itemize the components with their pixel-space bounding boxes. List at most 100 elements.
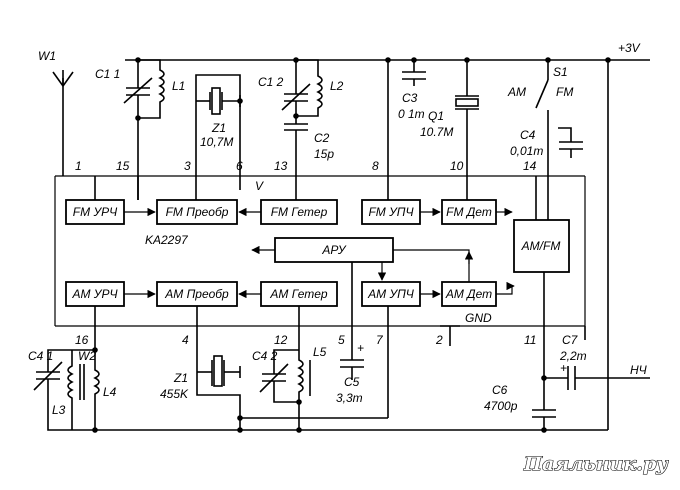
pin-8-label: 8 <box>372 159 379 173</box>
am-det-block: AM Дет <box>441 281 497 307</box>
antenna-w1-icon <box>52 70 74 176</box>
top-pin-wires <box>94 60 537 220</box>
v-label: V <box>255 179 264 193</box>
l4-coil-icon <box>93 350 100 430</box>
pin-3-label: 3 <box>184 159 191 173</box>
gnd-symbol-icon <box>440 325 460 346</box>
aru-block: АРУ <box>274 237 394 263</box>
c1-1-label: C1 1 <box>95 67 120 81</box>
c3-value: 0 1m <box>398 107 425 121</box>
pin-12-label: 12 <box>274 333 288 347</box>
c3-label: C3 <box>402 91 418 105</box>
pin-1-label: 1 <box>75 159 82 173</box>
fm-urch-block: FM УРЧ <box>65 199 125 225</box>
w2-label: W2 <box>78 349 96 363</box>
c2-label: C2 <box>314 131 330 145</box>
c4-1-variable-capacitor-icon <box>33 349 95 431</box>
c7-plus-label: + <box>560 361 567 375</box>
amfm-label: AM/FM <box>521 239 561 253</box>
c5-plus-label: + <box>357 341 364 355</box>
c7-label: C7 <box>562 333 579 347</box>
c4-2-label: C4 2 <box>252 349 278 363</box>
q1-label: Q1 <box>428 109 444 123</box>
l1-label: L1 <box>172 79 185 93</box>
w1-label: W1 <box>38 49 56 63</box>
s1-label: S1 <box>553 65 568 79</box>
c7-capacitor-icon <box>544 366 650 390</box>
pin-15-label: 15 <box>116 159 130 173</box>
am-label: AM <box>507 85 526 99</box>
c4-2-variable-capacitor-icon <box>259 349 299 403</box>
l5-label: L5 <box>313 345 327 359</box>
s1-switch-icon <box>535 60 549 220</box>
c1-2-label: C1 2 <box>258 75 284 89</box>
l1-coil-icon <box>138 59 165 119</box>
chip-label: KA2297 <box>145 233 189 247</box>
c5-capacitor-icon <box>340 359 364 380</box>
z1-top-value: 10,7M <box>200 135 233 149</box>
bottom-pin-wires <box>94 262 545 418</box>
l5-coil-icon <box>297 350 311 430</box>
am-crystal-z1-icon <box>196 350 241 430</box>
c4-capacitor-icon <box>558 127 583 158</box>
c6-label: C6 <box>492 383 508 397</box>
watermark: Паяльник.ру <box>523 453 669 475</box>
am-det-label: AM Дет <box>445 287 492 301</box>
am-geter-label: AM Гетер <box>269 287 328 301</box>
c6-capacitor-icon <box>532 409 556 430</box>
pin-2-label: 2 <box>435 333 443 347</box>
ic-outline <box>54 175 586 327</box>
c3-capacitor-icon <box>402 60 426 86</box>
c4-label: C4 <box>520 128 536 142</box>
fm-label: FM <box>556 85 573 99</box>
pin-14-label: 14 <box>523 159 537 173</box>
am-urch-block: AM УРЧ <box>65 281 125 307</box>
c5-value: 3,3m <box>336 391 363 405</box>
fm-urch-label: FM УРЧ <box>73 205 118 219</box>
c6-value: 4700p <box>484 399 518 413</box>
l3-coil-icon <box>67 350 74 430</box>
c7-value: 2,2m <box>559 349 587 363</box>
l2-label: L2 <box>330 79 344 93</box>
fm-geter-block: FM Гетер <box>260 199 338 225</box>
fm-upch-label: FM УПЧ <box>368 205 414 219</box>
am-geter-block: AM Гетер <box>260 281 338 307</box>
w2-core-icon <box>79 364 85 400</box>
pin-10-label: 10 <box>450 159 464 173</box>
l2-coil-icon <box>296 59 323 117</box>
z1-top-label: Z1 <box>211 121 226 135</box>
signal-arrows <box>124 207 515 299</box>
c2-capacitor-icon <box>284 123 308 200</box>
am-upch-block: AM УПЧ <box>361 281 421 307</box>
fm-det-block: FM Дет <box>441 199 497 225</box>
l3-label: L3 <box>52 403 66 417</box>
fm-preobr-block: FM Преобр <box>156 199 238 225</box>
am-upch-label: AM УПЧ <box>367 287 415 301</box>
pin-6-label: 6 <box>236 159 243 173</box>
c1-2-variable-capacitor-icon <box>281 60 311 124</box>
c2-value: 15p <box>314 147 334 161</box>
pin-16-label: 16 <box>75 333 89 347</box>
gnd-label: GND <box>465 311 492 325</box>
c4-1-label: C4 1 <box>28 349 53 363</box>
z1-bot-label: Z1 <box>173 371 188 385</box>
c4-value: 0,01m <box>510 144 543 158</box>
c5-label: C5 <box>344 375 360 389</box>
pin-4-label: 4 <box>182 333 189 347</box>
fm-preobr-label: FM Преобр <box>166 205 229 219</box>
amfm-block: AM/FM <box>513 219 570 273</box>
q1-value: 10.7M <box>420 125 453 139</box>
pin-7-label: 7 <box>376 333 384 347</box>
junction-dots <box>92 57 611 433</box>
fm-geter-label: FM Гетер <box>271 205 328 219</box>
am-preobr-block: AM Преобр <box>156 281 238 307</box>
vplus-label: +3V <box>618 41 641 55</box>
aru-label: АРУ <box>321 243 346 257</box>
pin-5-label: 5 <box>338 333 345 347</box>
q1-crystal-icon <box>455 60 479 200</box>
am-urch-label: AM УРЧ <box>71 287 118 301</box>
fm-crystal-z1-icon <box>195 74 241 176</box>
am-preobr-label: AM Преобр <box>164 287 229 301</box>
fm-det-label: FM Дет <box>446 205 492 219</box>
